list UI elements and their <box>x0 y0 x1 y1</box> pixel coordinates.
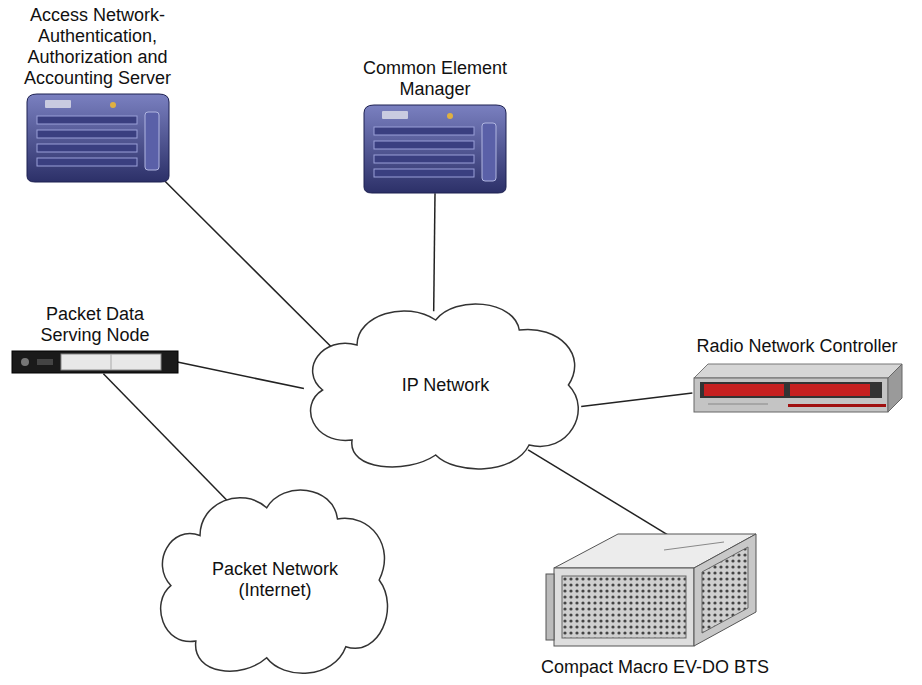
network-link <box>528 450 677 541</box>
server-illustration <box>360 103 510 195</box>
server-node: Access Network- Authentication, Authoriz… <box>10 5 185 184</box>
network-link <box>581 393 692 407</box>
pdsn-illustration <box>11 349 179 375</box>
network-link <box>434 193 435 311</box>
bts-illustration <box>544 528 766 654</box>
node-label: IP Network <box>402 375 490 396</box>
controller-node: Radio Network Controller <box>682 336 912 420</box>
node-label: Access Network- Authentication, Authoriz… <box>10 5 185 89</box>
network-link <box>103 374 232 506</box>
network-link <box>177 362 304 389</box>
node-label: Radio Network Controller <box>682 336 912 357</box>
network-link <box>165 181 333 349</box>
network-cloud: Packet Network (Internet) <box>150 480 400 680</box>
network-cloud: IP Network <box>298 295 593 475</box>
node-label: Packet Network (Internet) <box>200 559 350 601</box>
node-label: Packet Data Serving Node <box>25 304 165 346</box>
node-label: Compact Macro EV-DO BTS <box>525 657 785 678</box>
bts-node: Compact Macro EV-DO BTS <box>525 528 785 678</box>
rnc-illustration <box>688 360 906 420</box>
node-label: Common Element Manager <box>350 58 520 100</box>
router-node: Packet Data Serving Node <box>5 304 185 375</box>
server-node: Common Element Manager <box>345 58 525 195</box>
server-illustration <box>23 92 173 184</box>
